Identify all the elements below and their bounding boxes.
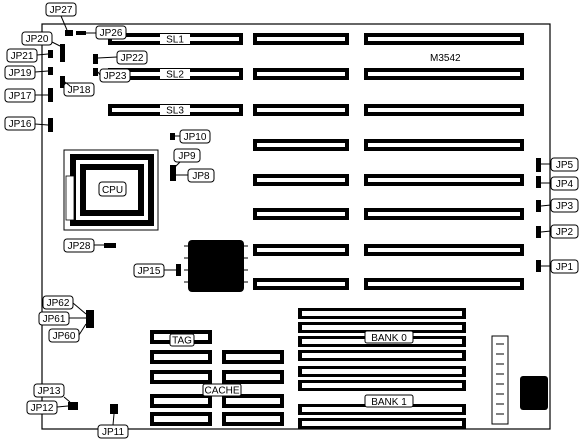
jumper-jp9-label: JP9 xyxy=(178,151,196,162)
jumper-jp12: JP12 xyxy=(26,400,58,415)
jumper-jp15: JP15 xyxy=(133,263,165,278)
jumper-jp19: JP19 xyxy=(4,65,36,80)
jumper-jp23-label: JP23 xyxy=(104,71,127,82)
chipset xyxy=(184,240,248,292)
jumper-jp10: JP10 xyxy=(179,129,211,144)
jumper-jp5-label: JP5 xyxy=(556,160,574,171)
jumper-jp10-label: JP10 xyxy=(184,132,207,143)
slot-row xyxy=(253,104,524,116)
jumper-jp4-label: JP4 xyxy=(556,179,574,190)
cpu-label: CPU xyxy=(102,185,123,196)
jumper-jp8: JP8 xyxy=(187,168,215,183)
leader-lines xyxy=(34,15,552,426)
jumper-jp28: JP28 xyxy=(63,238,95,253)
jumper-jp23: JP23 xyxy=(99,68,131,83)
isa-slots xyxy=(253,33,524,290)
jumper-jp4: JP4 xyxy=(550,176,579,191)
tag-label: TAG xyxy=(172,336,192,347)
jumper-jp11: JP11 xyxy=(97,424,129,439)
keyboard-connector xyxy=(520,376,548,410)
jumper-jp9: JP9 xyxy=(173,148,201,163)
jumper-jp1: JP1 xyxy=(550,259,579,274)
jumper-jp26: JP26 xyxy=(95,25,127,40)
slot-sl2-label: SL2 xyxy=(166,70,184,81)
jumper-jp20-label: JP20 xyxy=(26,34,49,45)
jumper-jp17: JP17 xyxy=(4,88,36,103)
slot-row xyxy=(253,208,524,220)
jumper-jp62-label: JP62 xyxy=(47,298,70,309)
jumper-jp3: JP3 xyxy=(550,198,579,213)
jumper-jp19-label: JP19 xyxy=(9,68,32,79)
jumper-jp2-label: JP2 xyxy=(556,227,574,238)
jumper-jp1-label: JP1 xyxy=(556,262,574,273)
jumper-jp60: JP60 xyxy=(48,328,80,343)
slot-row xyxy=(253,278,524,290)
jumper-jp13: JP13 xyxy=(33,383,65,398)
slot-row xyxy=(253,33,524,45)
jumper-labels: JP27 JP26 JP20 JP21 JP22 JP19 JP23 JP18 xyxy=(4,2,579,439)
jumper-jp61-label: JP61 xyxy=(43,314,66,325)
power-connector xyxy=(491,335,509,425)
jumper-jp16-label: JP16 xyxy=(9,119,32,130)
jumper-jp17-label: JP17 xyxy=(9,91,32,102)
jumper-jp2: JP2 xyxy=(550,224,579,239)
slot-row xyxy=(253,139,524,151)
jumper-jp3-label: JP3 xyxy=(556,201,574,212)
jumper-jp15-label: JP15 xyxy=(138,266,161,277)
slot-sl1: SL1 xyxy=(108,33,243,46)
slot-sl1-label: SL1 xyxy=(166,35,184,46)
slot-sl2: SL2 xyxy=(108,68,243,81)
board-model: M3542 xyxy=(430,53,461,64)
cache-label: CACHE xyxy=(204,386,239,397)
bank0-label: BANK 0 xyxy=(371,333,407,344)
slot-row xyxy=(253,244,524,256)
jumper-jp18: JP18 xyxy=(63,82,95,97)
slot-row xyxy=(253,174,524,186)
memory-banks: BANK 0 BANK 1 xyxy=(298,308,466,429)
jumper-jp28-label: JP28 xyxy=(68,241,91,252)
slot-sl3: SL3 xyxy=(108,104,243,117)
jumper-jp12-label: JP12 xyxy=(31,403,54,414)
jumper-jp27: JP27 xyxy=(45,2,77,17)
jumper-jp22-label: JP22 xyxy=(121,53,144,64)
bank1-label: BANK 1 xyxy=(371,397,407,408)
jumper-jp62: JP62 xyxy=(42,295,74,310)
jumper-jp60-label: JP60 xyxy=(53,331,76,342)
jumper-jp8-label: JP8 xyxy=(192,171,210,182)
slot-sl3-label: SL3 xyxy=(166,106,184,117)
jumper-headers xyxy=(48,30,541,414)
cache-chips: TAG CACHE xyxy=(150,330,284,426)
jumper-jp20: JP20 xyxy=(21,31,53,46)
jumper-jp11-label: JP11 xyxy=(102,427,124,438)
jumper-jp21-label: JP21 xyxy=(11,51,34,62)
jumper-jp18-label: JP18 xyxy=(68,85,91,96)
jumper-jp21: JP21 xyxy=(6,48,38,63)
jumper-jp26-label: JP26 xyxy=(100,28,123,39)
cpu-socket: CPU xyxy=(63,149,159,231)
jumper-jp16: JP16 xyxy=(4,116,36,131)
slot-row xyxy=(253,68,524,80)
jumper-jp27-label: JP27 xyxy=(50,5,73,16)
jumper-jp13-label: JP13 xyxy=(38,386,61,397)
jumper-jp61: JP61 xyxy=(38,311,70,326)
jumper-jp22: JP22 xyxy=(116,50,148,65)
jumper-jp5: JP5 xyxy=(550,157,579,172)
